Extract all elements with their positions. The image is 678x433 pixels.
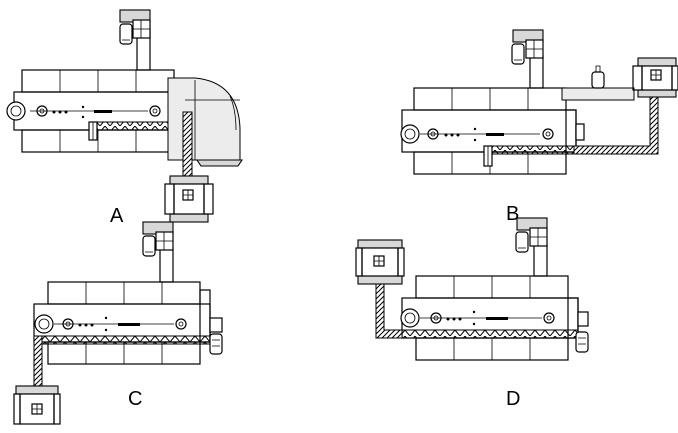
gas-valve-b [632,57,678,98]
label-c: C [128,388,142,410]
motor-d [515,217,548,277]
configuration-d: D [355,217,589,410]
air-duct-b [561,65,635,101]
motor-b [511,29,544,89]
motor-a [119,9,151,71]
motor-c [142,221,174,283]
air-duct-elbow-a [167,77,244,167]
gas-valve-a [164,175,214,223]
label-b: B [506,203,519,225]
flexible-hose-d [375,275,403,339]
gas-valve-d [355,239,405,285]
burner-body-b [400,87,585,175]
burner-body-a [6,69,193,153]
configuration-c: C [13,221,223,425]
configuration-a: A [6,9,244,227]
gas-valve-c [13,385,61,425]
configuration-b: B [400,29,678,225]
burner-body-c [33,281,223,365]
label-d: D [506,388,520,410]
burner-body-d [400,275,589,361]
label-a: A [110,205,124,227]
